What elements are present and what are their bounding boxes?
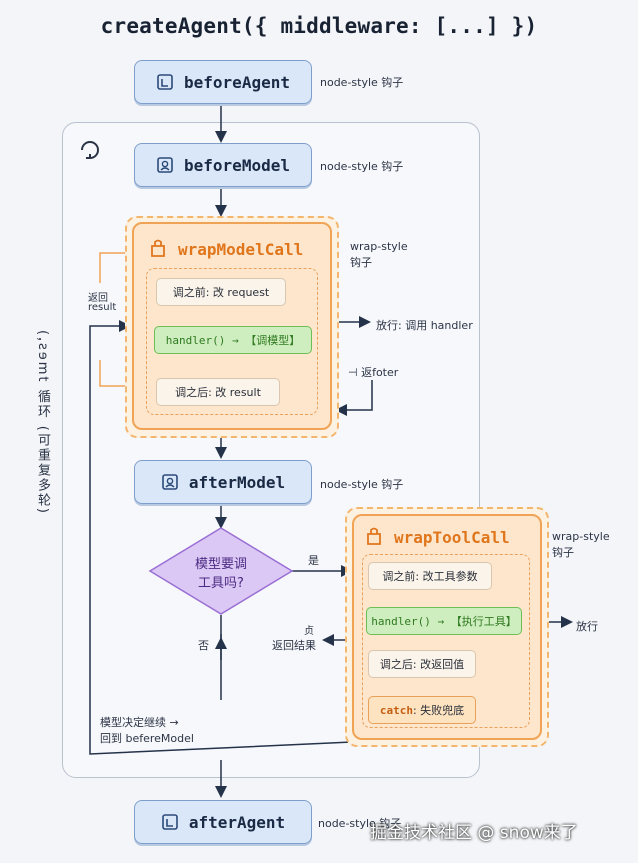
after-model-node[interactable]: afterModel [134,460,312,504]
model-decides-note-line2: 回到 befereModel [100,732,194,745]
return-result-note-line1: 返回 [88,293,108,304]
wrap-model-inner-dashed [146,268,318,415]
decision-line1: 模型要调 [194,557,247,572]
wrap-tool-hook-note: 钩子 [552,546,574,559]
after-agent-note: node-style 钩子 [318,817,402,830]
model-decides-note-line1: 模型决定继续 → [100,716,179,729]
hook-node-icon [157,157,173,173]
after-model-note: node-style 钩子 [320,478,404,491]
decision-label[interactable]: 模型要调 工具吗? [178,555,264,593]
return-foter-note: ⊣ 返foter [348,366,399,379]
before-model-node[interactable]: beforeModel [134,143,312,187]
page-title: createAgent({ middleware: [...] }) [100,14,538,38]
catch-keyword: catch [379,703,413,717]
wrap-model-before-step[interactable]: 调之前: 改 request [156,278,286,306]
before-model-label: beforeModel [184,155,290,175]
release-call-handler-note: 放行: 调用 handler [376,319,473,332]
wrap-tool-handler-step[interactable]: handler() → 【执行工具】 [366,607,522,635]
wrap-tool-style-note: wrap-style [552,530,610,543]
after-model-label: afterModel [188,472,286,492]
wrap-model-handler-step[interactable]: handler() → 【调模型】 [154,326,312,354]
decision-yes-label: 是 [308,554,319,567]
hook-node-icon [162,474,178,490]
after-agent-label: afterAgent [188,812,286,832]
wrap-model-call-title: wrapModelCall [178,240,304,259]
watermark: 掘金技术社区 @ snow来了 [370,823,578,843]
release-tool-note: 放行 [576,620,598,633]
wrap-model-hook-note: 钩子 [350,256,372,269]
catch-text: : 失败兜底 [412,704,465,717]
loop-vertical-label: (ꓹꙅɘmt 循环 (可重复多轮) [35,330,50,515]
before-model-note: node-style 钩子 [320,160,404,173]
wrap-model-after-step[interactable]: 调之后: 改 result [156,378,280,406]
wrap-model-style-note: wrap-style [350,240,408,253]
wrap-tool-before-step[interactable]: 调之前: 改工具参数 [368,562,492,590]
loop-cycle-icon [81,141,99,159]
wrap-tool-call-title: wrapToolCall [394,528,510,547]
before-agent-note: node-style 钩子 [320,76,404,89]
decision-no-label: 否 [198,639,209,652]
wrap-handle-icon [151,239,165,257]
wrap-tool-after-step[interactable]: 调之后: 改返回值 [368,650,476,678]
before-agent-label: beforeAgent [184,72,290,92]
wrap-handle-icon [367,527,381,545]
hook-node-icon [157,74,173,90]
wrap-tool-inner-dashed [362,554,530,728]
tool-return-note-line1: 贞 [304,626,314,637]
after-agent-node[interactable]: afterAgent [134,800,312,844]
hook-node-icon [162,814,178,830]
tool-return-note-line2: 返回结果 [272,639,316,652]
wrap-tool-catch-step[interactable]: catch : 失败兜底 [368,696,476,724]
return-result-note-line2: result [88,302,117,313]
decision-line2: 工具吗? [198,576,244,591]
decision-diamond [148,527,294,615]
before-agent-node[interactable]: beforeAgent [134,60,312,104]
